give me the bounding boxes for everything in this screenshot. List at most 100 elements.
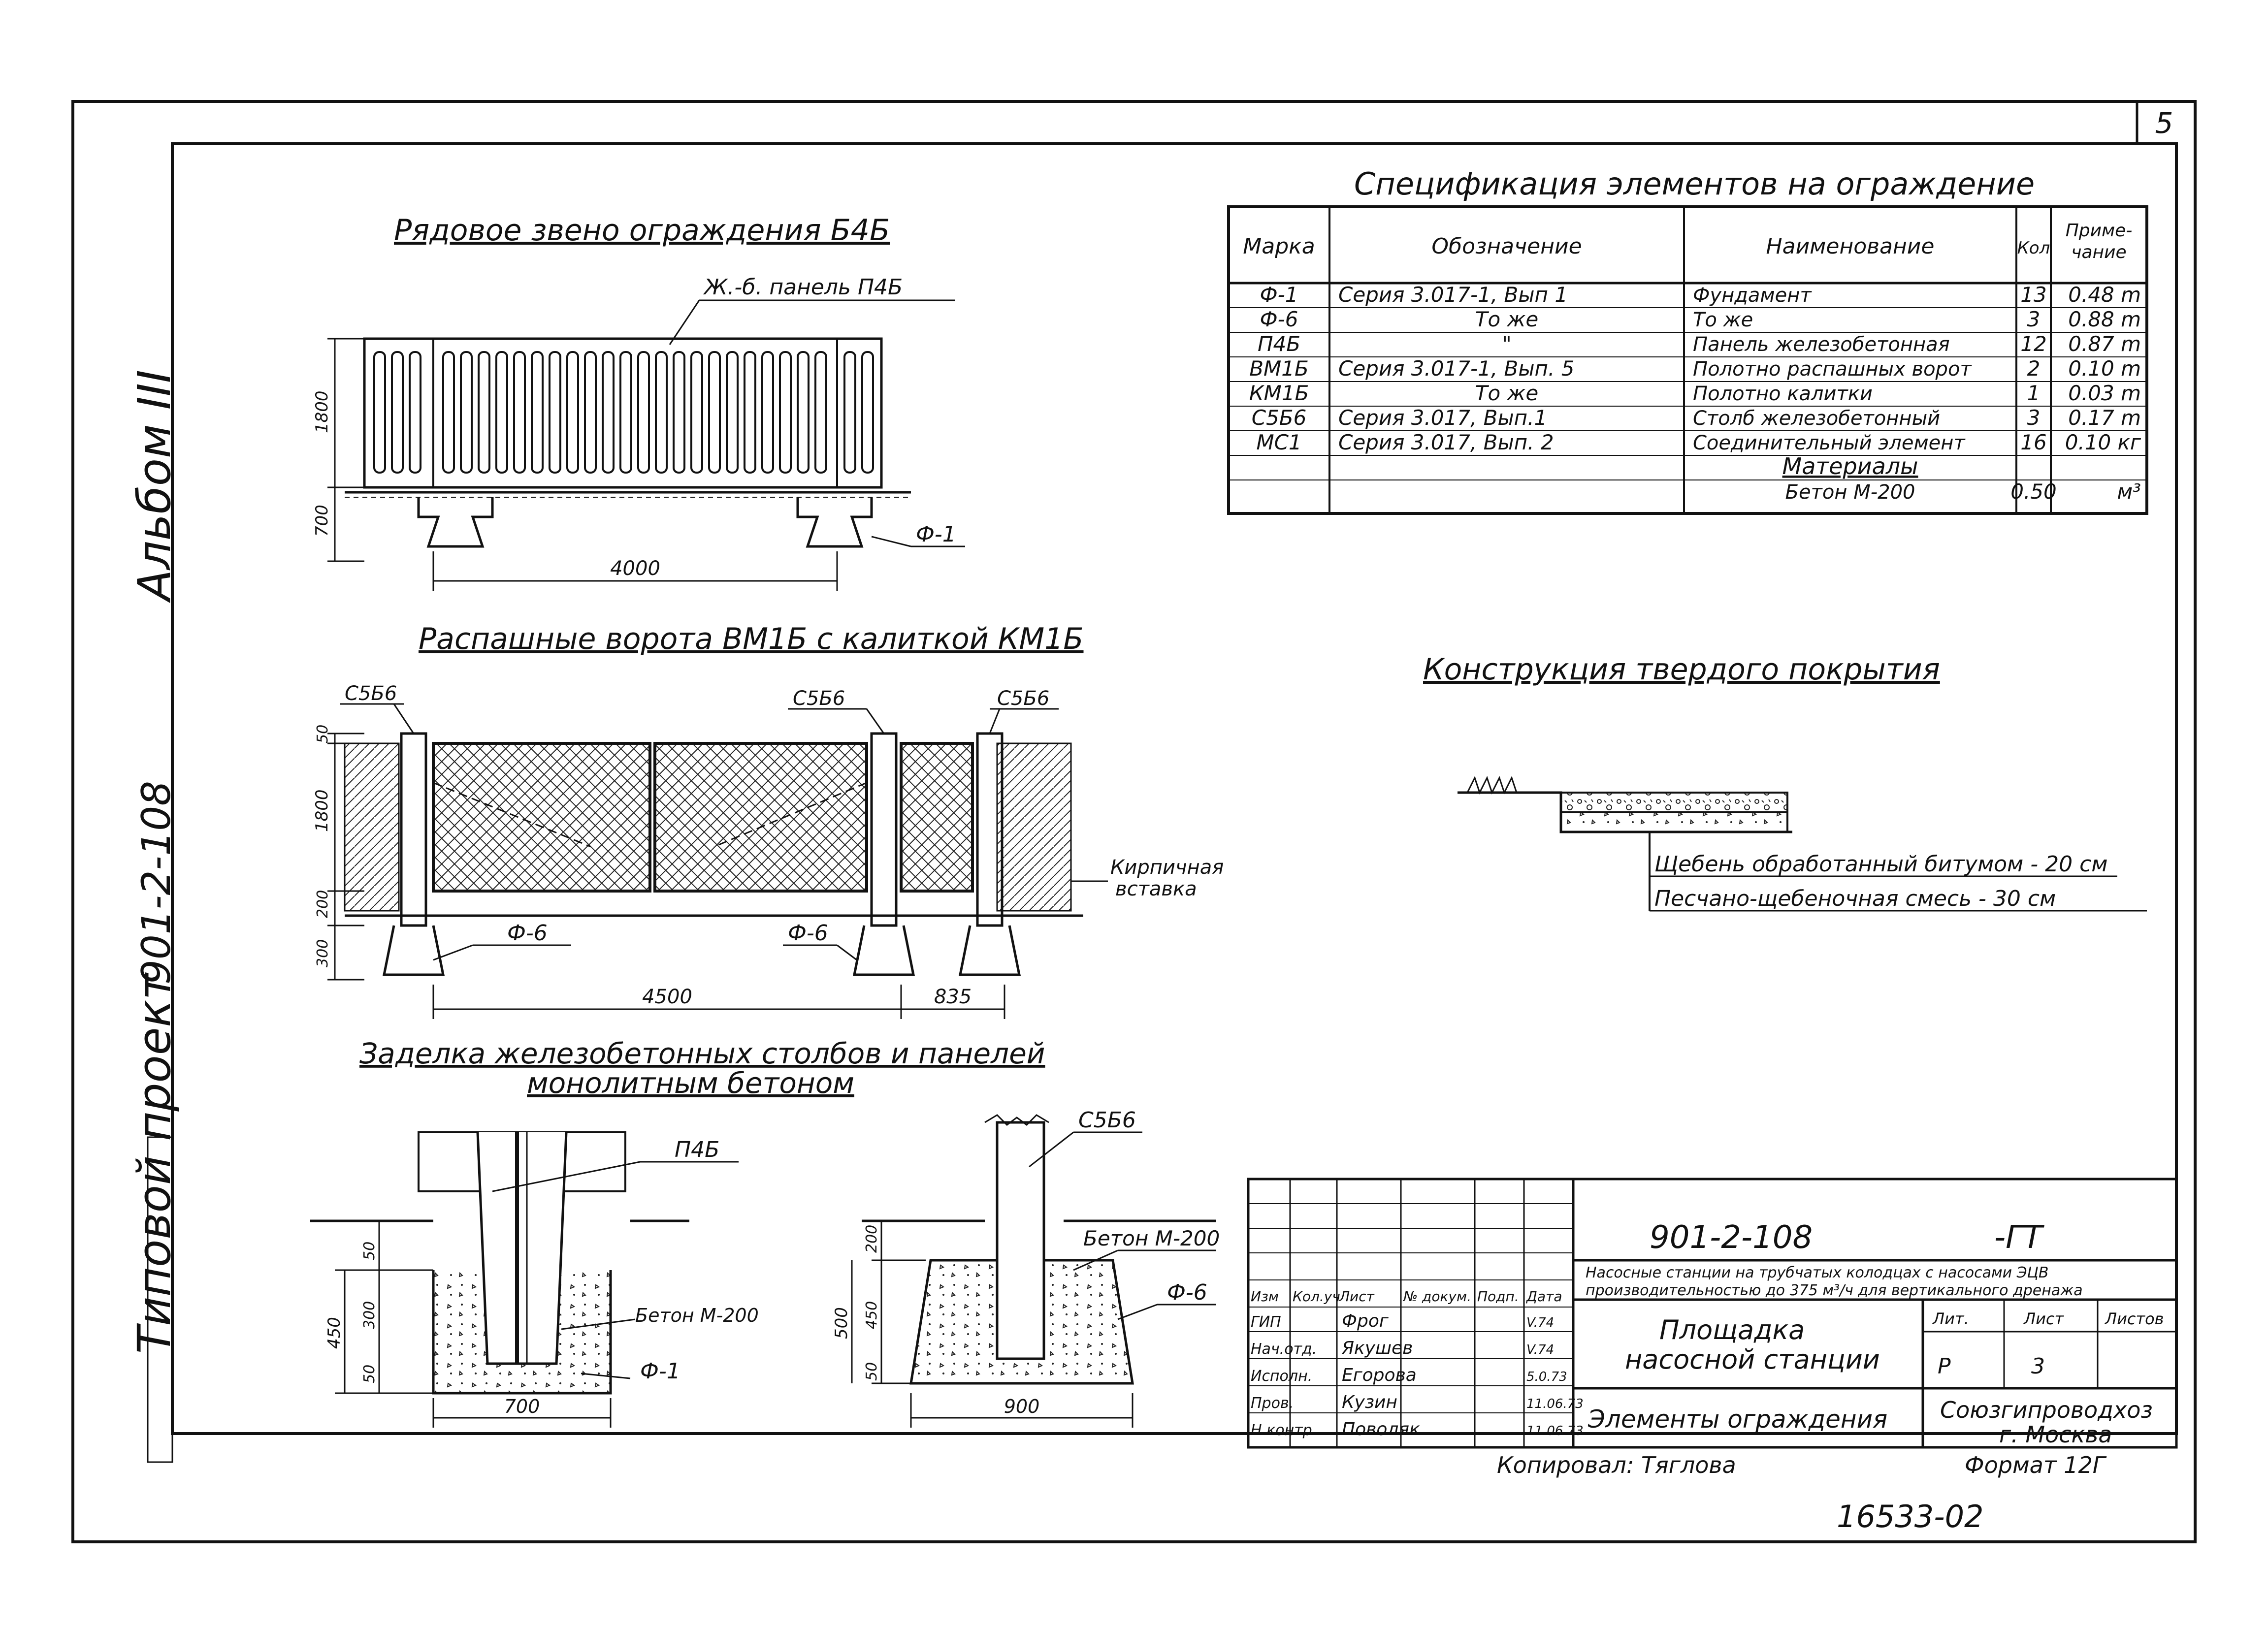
panel-slot [744,351,756,474]
side-stamp [147,1136,173,1463]
embed-left-detail: П4Б Бетон М-200 Ф-1 450 50 300 50 700 [310,1131,759,1428]
pavement-layer-1 [1560,792,1788,813]
tb-sheets-header: Листов [2105,1309,2164,1328]
spec-cell: м³ [2117,479,2141,504]
panel-slot [779,351,792,474]
pavement-title: Конструкция твердого покрытия [1423,652,1940,687]
tb-project-desc: Насосные станции на трубчатых колодцах с… [1586,1264,2083,1299]
wicket-leaf [900,742,974,893]
side-album: Альбом III [128,370,181,603]
gate-foundation-mid [852,925,915,976]
panel-slot [409,351,421,474]
tb-sheet-title: Элементы ограждения [1588,1405,1887,1434]
embed-right-detail: С5Б6 Бетон М-200 Ф-6 200 500 450 50 900 [832,1108,1220,1428]
pavement-layer-1-label: Щебень обработанный битумом - 20 см [1654,852,2107,877]
spec-cell: 0.10 m [2068,356,2141,381]
panel-slot [637,351,650,474]
embed-left-dim-1: 50 [361,1242,378,1260]
gate-leaf-right [653,742,868,893]
post-middle [870,732,898,927]
embed-left-foundation-label: Ф-1 [640,1359,680,1384]
spec-cell: 16 [2020,430,2046,454]
tb-sheet: 3 [2031,1354,2045,1379]
brick-insert-right [996,742,1072,912]
embed-left-concrete-label: Бетон М-200 [635,1305,759,1326]
panel-slot [373,351,386,474]
tb-person-role: Пров. [1251,1395,1294,1412]
tb-person-name: Фрог [1342,1311,1389,1331]
embed-right-dim-width: 900 [1004,1396,1040,1417]
spec-cell: То же [1475,381,1538,405]
sheet-number: 5 [2155,106,2173,140]
panel-slot [797,351,810,474]
embed-title: Заделка железобетонных столбов и панелей… [359,1037,1045,1100]
spec-header-2: Наименование [1766,234,1935,259]
tb-person-role: Нач.отд. [1251,1341,1317,1358]
spec-cell: 0.17 m [2068,406,2141,430]
gate-dim-gate: 4500 [642,986,692,1008]
gate-foundation-left [382,925,445,976]
tb-person-role: ГИП [1251,1313,1281,1331]
panel-slot [690,351,703,474]
spec-cell: П4Б [1258,332,1300,356]
gate-foundation-right [958,925,1021,976]
tb-role-header: Подп. [1477,1288,1519,1305]
gate-foundation-label-2: Ф-6 [788,921,828,946]
gate-dim-mid: 200 [314,890,331,918]
spec-table-title: Спецификация элементов на ограждение [1354,166,2035,202]
embed-left-panel-label: П4Б [675,1137,719,1162]
fence-panel-outline [363,337,883,489]
spec-cell: Серия 3.017-1, Вып 1 [1338,283,1568,307]
gate-dim-height: 1800 [312,789,332,832]
format-label: Формат 12Г [1965,1452,2107,1478]
tb-role-header: Изм [1251,1288,1279,1305]
tb-role-header: Дата [1525,1288,1562,1305]
gate-post-label-2: С5Б6 [793,687,845,710]
spec-cell: Полотно калитки [1693,383,1873,405]
panel-slot [655,351,668,474]
spec-cell: Соединительный элемент [1693,432,1966,454]
spec-header-0: Марка [1243,234,1315,259]
fence-link-section: Рядовое звено ограждения Б4Б Ж.-б. панел… [312,213,965,591]
spec-cell: С5Б6 [1252,406,1307,430]
spec-cell: 3 [2027,406,2041,430]
panel-slot [460,351,473,474]
tb-person-name: Якушев [1341,1338,1413,1358]
gates-title: Распашные ворота ВМ1Б с калиткой КМ1Б [419,622,1084,656]
inventory-number: 16533-02 [1837,1499,1984,1534]
spec-cell: Ф-6 [1260,307,1298,331]
pavement-layer-2 [1560,811,1788,833]
copied-by: Копировал: Тяглова [1497,1452,1736,1478]
gates-section: Распашные ворота ВМ1Б с калиткой КМ1Б С5… [312,622,1224,1019]
spec-cell: Столб железобетонный [1693,407,1940,430]
pavement-section: Конструкция твердого покрытия Щебень обр… [1423,652,2147,912]
sheet-frame [71,100,2197,1543]
tb-person-name: Поволяк [1342,1419,1420,1439]
title-block: 901-2-108 -ГТ Насосные станции на трубча… [1247,1178,2178,1449]
spec-header-note: Приме-чание [2066,221,2133,262]
foundation-left [417,497,494,548]
embed-right-concrete-label: Бетон М-200 [1083,1226,1220,1250]
tb-code: 901-2-108 [1650,1219,1813,1256]
tb-person-date: 11.06.73 [1526,1397,1584,1411]
post-left [400,732,427,927]
spec-cell: 0.88 m [2068,307,2141,331]
tb-role-header: Кол.уч [1293,1288,1340,1305]
tb-sheet-header: Лист [2023,1309,2064,1328]
embed-left-dim-total: 450 [324,1317,344,1349]
spec-cell: 0.50 [2010,479,2057,504]
tb-person-date: V.74 [1526,1342,1554,1357]
spec-cell: КМ1Б [1249,381,1309,405]
spec-cell: Серия 3.017-1, Вып. 5 [1338,356,1574,381]
embed-right-dim-top: 200 [863,1225,880,1253]
tb-person-date: 11.06.73 [1526,1424,1584,1438]
spec-cell: То же [1693,309,1753,331]
tb-person-name: Егорова [1342,1365,1417,1385]
embed-right-dim-1: 450 [863,1301,880,1329]
spec-cell: 12 [2020,332,2046,356]
panel-slots [373,351,874,474]
fence-dim-length: 4000 [610,557,660,580]
